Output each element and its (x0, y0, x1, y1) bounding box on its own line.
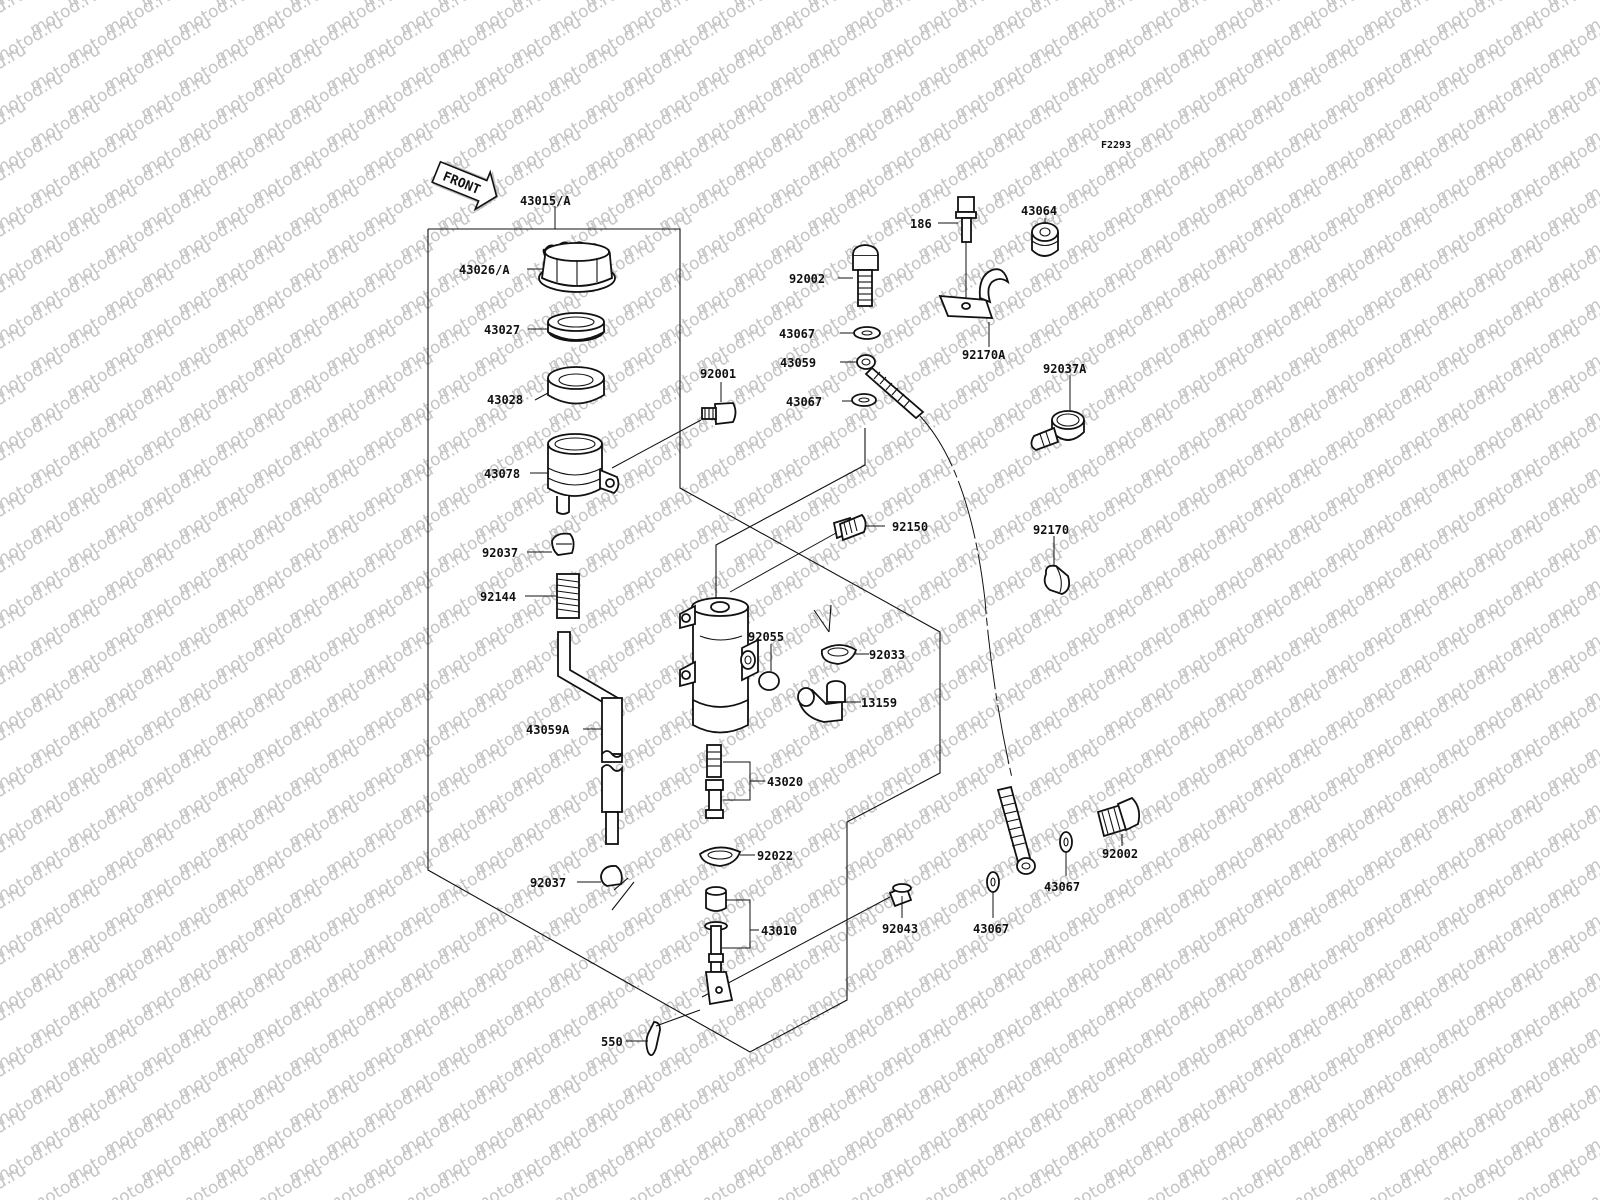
label-186: 186 (910, 217, 932, 231)
figure-code: F2293 (1101, 140, 1131, 151)
part-43026-a-cap (538, 241, 616, 293)
label-43015-a: 43015/A (520, 194, 571, 208)
part-43067-washer-d (986, 871, 1000, 893)
label-92002-lower: 92002 (1102, 847, 1138, 861)
part-92055-o-ring (758, 671, 780, 691)
part-92037-lower-clamp (600, 865, 635, 911)
label-92037-lower: 92037 (530, 876, 566, 890)
label-92150: 92150 (892, 520, 928, 534)
part-master-cylinder-body (679, 597, 759, 734)
part-92150-bolt (832, 513, 867, 542)
part-13159-elbow-fitting (797, 680, 846, 723)
part-43020-piston-assembly (705, 744, 724, 819)
part-92033-circlip (813, 604, 858, 665)
label-92002-upper: 92002 (789, 272, 825, 286)
part-92037a-hose-clamp (1030, 410, 1085, 451)
label-92022: 92022 (757, 849, 793, 863)
label-43067-d: 43067 (973, 922, 1009, 936)
part-lower-hose-fitting (996, 785, 1036, 875)
label-43028: 43028 (487, 393, 523, 407)
part-92022-circlip (698, 846, 742, 867)
label-43026-a: 43026/A (459, 263, 510, 277)
label-92144: 92144 (480, 590, 516, 604)
label-43027: 43027 (484, 323, 520, 337)
part-43010-push-rod (704, 886, 734, 1006)
assembly-outline (427, 228, 941, 1053)
part-92001-screw (701, 402, 737, 426)
label-43067-a: 43067 (779, 327, 815, 341)
part-92043-pin (888, 883, 913, 908)
part-92170a-clamp-bracket (938, 268, 1010, 319)
leader-lines (525, 206, 1123, 1042)
label-43020: 43020 (767, 775, 803, 789)
label-92033: 92033 (869, 648, 905, 662)
part-43078-reservoir-tank (547, 433, 620, 515)
part-43067-washer-b (851, 393, 877, 407)
part-92037-upper-clamp (551, 532, 575, 556)
label-43078: 43078 (484, 467, 520, 481)
part-43059-brake-hose-end (856, 354, 1013, 779)
label-43067-b: 43067 (786, 395, 822, 409)
part-labels: 43015/A 43026/A 43027 43028 43078 92001 … (459, 194, 1138, 1049)
part-43064-grommet (1031, 222, 1059, 257)
label-92037a: 92037A (1043, 362, 1087, 376)
label-92043: 92043 (882, 922, 918, 936)
part-92170-hose-clamp (1043, 564, 1071, 595)
part-92144-spring (556, 573, 580, 619)
label-92170: 92170 (1033, 523, 1069, 537)
part-43059a-hose (557, 631, 623, 845)
label-43059a: 43059A (526, 723, 570, 737)
label-43010: 43010 (761, 924, 797, 938)
part-43027-diaphragm-plate (547, 312, 605, 342)
part-43067-washer-a (853, 326, 881, 340)
label-43059: 43059 (780, 356, 816, 370)
label-43064: 43064 (1021, 204, 1057, 218)
part-186-bolt (955, 196, 977, 298)
label-92055: 92055 (748, 630, 784, 644)
label-43067-c: 43067 (1044, 880, 1080, 894)
label-92170a: 92170A (962, 348, 1006, 362)
part-92002-upper-banjo-bolt (852, 244, 879, 307)
label-92001: 92001 (700, 367, 736, 381)
part-43028-diaphragm (547, 366, 605, 405)
label-550: 550 (601, 1035, 623, 1049)
label-92037-upper: 92037 (482, 546, 518, 560)
part-43067-washer-c (1059, 831, 1073, 853)
label-13159: 13159 (861, 696, 897, 710)
part-92002-lower-banjo-bolt (1096, 796, 1141, 838)
